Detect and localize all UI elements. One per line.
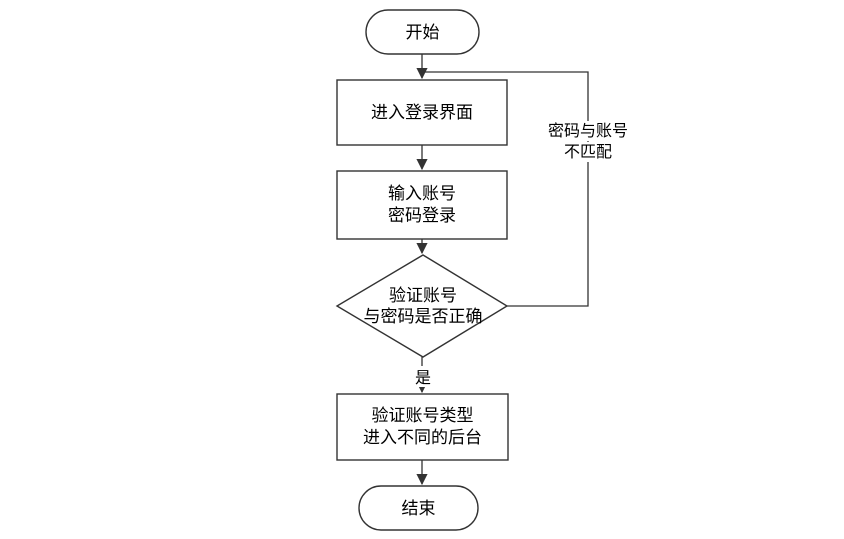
node-enter-login: 进入登录界面 [336, 79, 508, 146]
edge-label-yes: 是 [412, 366, 433, 387]
edge-no-feedback-loop [424, 71, 589, 307]
no-label-text-line2: 不匹配 [564, 142, 612, 161]
verify-credentials-decision-shape [335, 254, 509, 358]
edge-label-no: 密码与账号 不匹配 [544, 121, 633, 162]
input-credentials-label-line1: 输入账号 [388, 184, 456, 204]
no-label-background-line1 [544, 121, 633, 141]
no-label-background-line2 [560, 142, 617, 162]
verify-credentials-label-line1: 验证账号 [389, 286, 457, 306]
enter-backend-label-line2: 进入不同的后台 [363, 428, 482, 448]
no-label-text-line1: 密码与账号 [548, 121, 628, 140]
input-credentials-process-shape [336, 170, 508, 240]
enter-login-label: 进入登录界面 [371, 103, 473, 123]
end-label: 结束 [402, 499, 436, 519]
node-start: 开始 [365, 9, 480, 55]
start-terminator-shape [365, 9, 480, 55]
node-enter-backend: 验证账号类型 进入不同的后台 [336, 393, 509, 461]
enter-backend-process-shape [336, 393, 509, 461]
start-label: 开始 [406, 23, 440, 43]
end-terminator-shape [358, 485, 479, 531]
input-credentials-label-line2: 密码登录 [388, 206, 456, 226]
enter-login-process-shape [336, 79, 508, 146]
verify-credentials-label-line2: 与密码是否正确 [364, 307, 483, 327]
yes-label-background [412, 366, 433, 387]
yes-label-text: 是 [415, 368, 431, 387]
node-input-credentials: 输入账号 密码登录 [336, 170, 508, 240]
node-verify-credentials: 验证账号 与密码是否正确 [335, 254, 509, 358]
node-end: 结束 [358, 485, 479, 531]
enter-backend-label-line1: 验证账号类型 [372, 406, 474, 426]
